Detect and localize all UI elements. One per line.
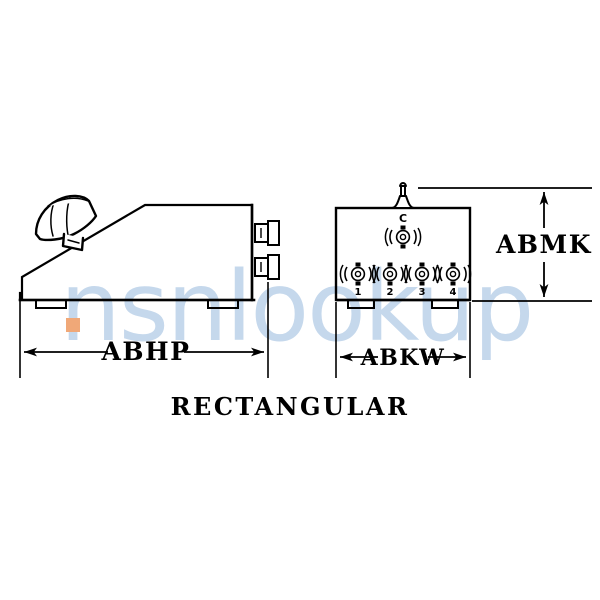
knob-rib-left <box>50 202 55 237</box>
end-view-connector-2 <box>371 262 409 286</box>
connector-label-2: 2 <box>387 287 394 298</box>
end-view-foot-left <box>347 300 375 309</box>
end-view-foot-right <box>431 300 459 309</box>
side-view-foot-left <box>35 299 67 309</box>
side-connector-upper <box>254 220 280 246</box>
end-view-connector-1 <box>339 262 377 286</box>
latch-tip <box>399 182 407 187</box>
figure-caption: RECTANGULAR <box>171 392 410 421</box>
connector-label-3: 3 <box>419 287 426 298</box>
dimension-abmk <box>418 187 592 302</box>
dimension-abhp <box>19 282 269 378</box>
end-view-connector-c <box>384 225 422 249</box>
knob-stem-slot <box>67 239 80 244</box>
connector-label-c: C <box>399 212 407 225</box>
connector-label-4: 4 <box>450 287 457 298</box>
knob-top-arc <box>47 197 89 207</box>
dimension-label-abmk: ABMK <box>495 230 592 259</box>
side-view-foot-right <box>207 299 239 309</box>
connector-label-1: 1 <box>355 287 362 298</box>
watermark-accent-dot <box>66 318 80 332</box>
dimension-abkw <box>335 302 471 378</box>
latch-body <box>391 195 415 209</box>
dimension-label-abkw: ABKW <box>360 345 446 371</box>
dimension-label-abhp: ABHP <box>101 337 191 366</box>
side-view <box>18 203 256 309</box>
side-view-knob-handle <box>34 194 98 252</box>
end-view <box>334 206 472 309</box>
end-view-connector-4 <box>434 262 472 286</box>
end-view-top-latch-clip <box>391 182 415 209</box>
latch-post <box>400 186 406 196</box>
side-view-connectors <box>254 220 280 280</box>
side-connector-lower <box>254 254 280 280</box>
